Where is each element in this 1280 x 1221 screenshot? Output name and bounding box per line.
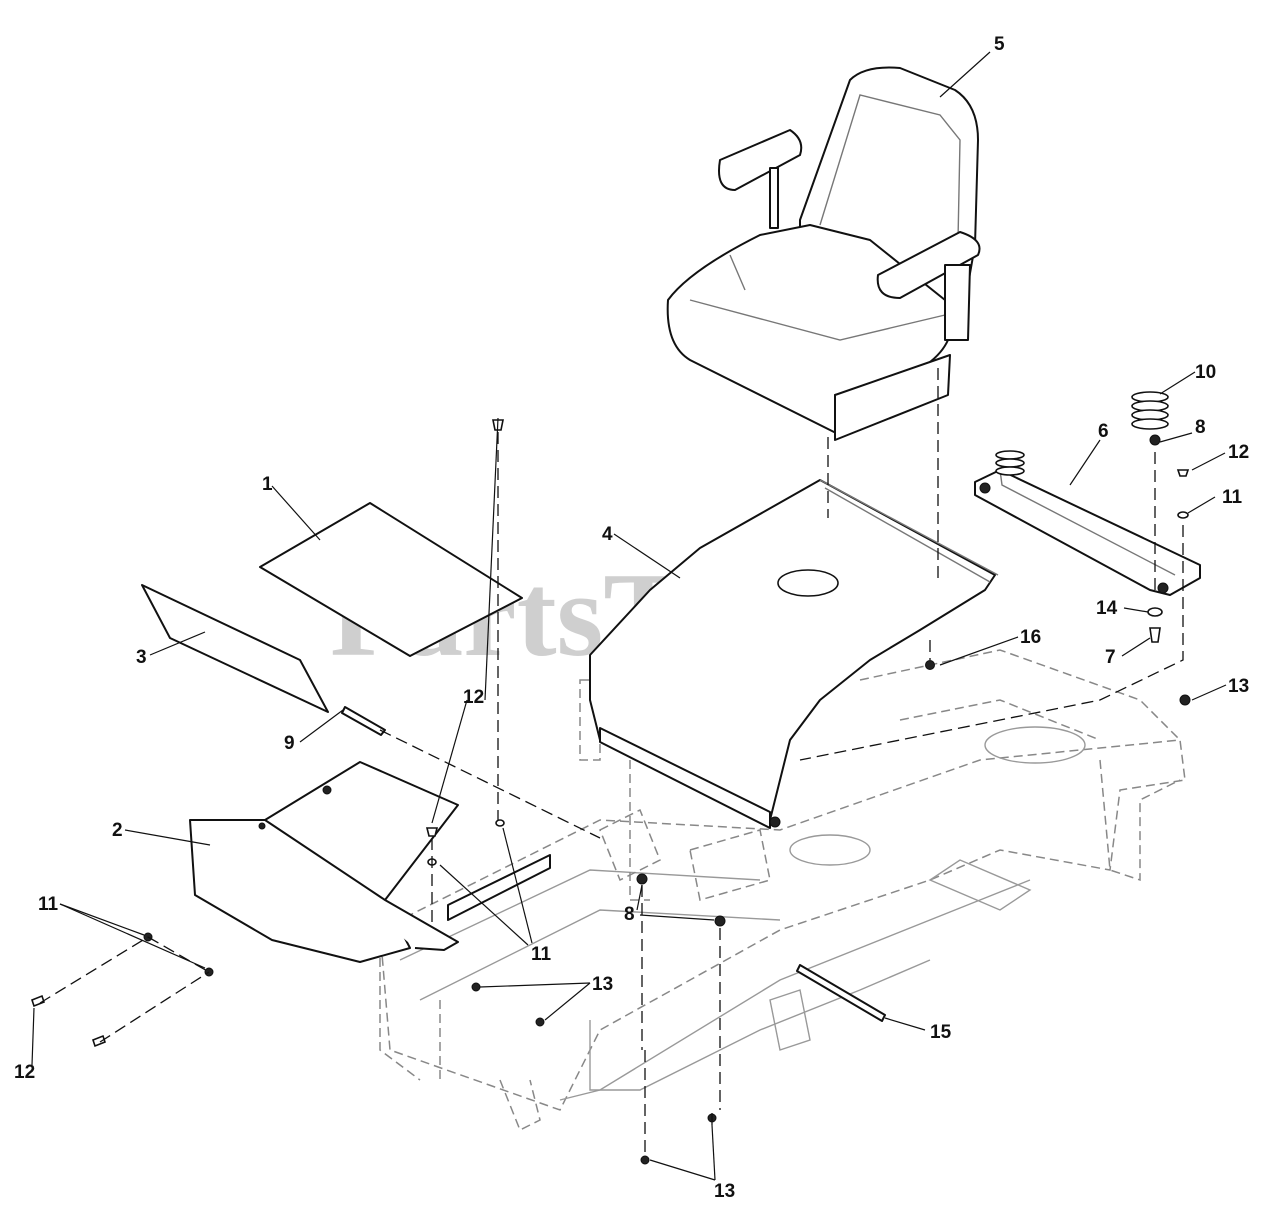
callout-13-right: 13 — [1228, 676, 1249, 697]
heel-plate — [141, 584, 329, 713]
callout-12-mid: 12 — [463, 687, 484, 708]
callout-8-lower: 8 — [624, 904, 635, 925]
callout-12-left: 12 — [14, 1062, 35, 1083]
foot-pan — [189, 761, 551, 963]
callout-7: 7 — [1105, 647, 1116, 668]
callout-11-left: 11 — [38, 894, 59, 915]
floor-mat — [259, 502, 523, 657]
rod — [341, 706, 386, 736]
callout-11-mid: 11 — [531, 944, 552, 965]
callout-15: 15 — [930, 1022, 952, 1043]
callout-6: 6 — [1098, 421, 1109, 442]
callout-5: 5 — [994, 34, 1005, 55]
leader-lines — [31, 51, 1227, 1181]
callout-13-mid: 13 — [592, 974, 613, 995]
spring — [1131, 391, 1169, 430]
callout-11-right: 11 — [1222, 487, 1243, 508]
tractor-frame — [379, 649, 1186, 1132]
hardware — [31, 419, 1191, 1165]
callout-8-upper: 8 — [1195, 417, 1206, 438]
callout-4: 4 — [602, 524, 613, 545]
seat-mounting-bracket — [974, 450, 1201, 596]
seat — [666, 66, 981, 441]
callout-9: 9 — [284, 733, 295, 754]
assembly-lines — [39, 368, 1184, 1155]
callout-14: 14 — [1096, 598, 1118, 619]
callout-3: 3 — [136, 647, 147, 668]
callout-10: 10 — [1195, 362, 1216, 383]
callout-2: 2 — [112, 820, 123, 841]
callout-13-bottom: 13 — [714, 1181, 735, 1202]
callouts: 5 10 8 12 6 11 1 4 14 16 3 7 13 12 9 2 1… — [14, 34, 1249, 1202]
callout-16: 16 — [1020, 627, 1041, 648]
callout-1: 1 — [262, 474, 273, 495]
callout-12-right: 12 — [1228, 442, 1249, 463]
seat-pan-cover — [589, 479, 999, 829]
